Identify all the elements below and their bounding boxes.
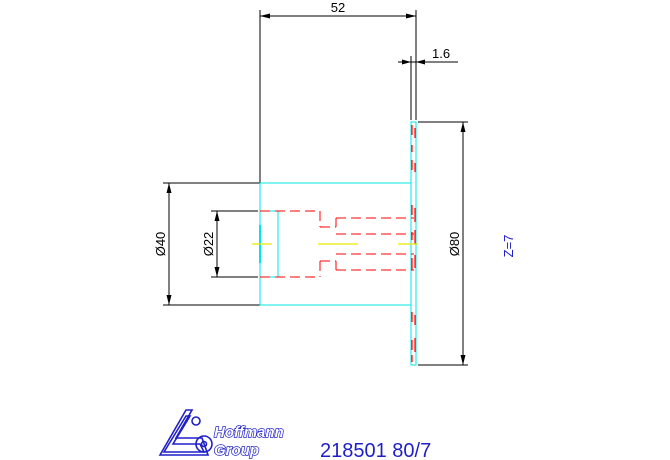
dimension-outer-diameter: Ø80 [447,232,462,257]
dimension-overall-length: 52 [331,0,345,15]
dimension-hub-diameter: Ø40 [153,232,168,257]
dimension-bore-diameter: Ø22 [201,232,216,257]
hoffmann-group-logo: Hoffmann Group [158,409,284,460]
hoffmann-logo-icon [158,409,213,456]
logo-brand-line1: Hoffmann [214,424,284,441]
disc-teeth [411,125,416,362]
logo-brand-line2: Group [214,442,259,459]
dimension-disc-thickness: 1.6 [432,46,450,61]
part-number: 218501 80/7 [320,440,431,460]
teeth-count-label: Z=7 [501,235,516,258]
hidden-lines [260,210,414,278]
dimension-lines [163,10,468,366]
